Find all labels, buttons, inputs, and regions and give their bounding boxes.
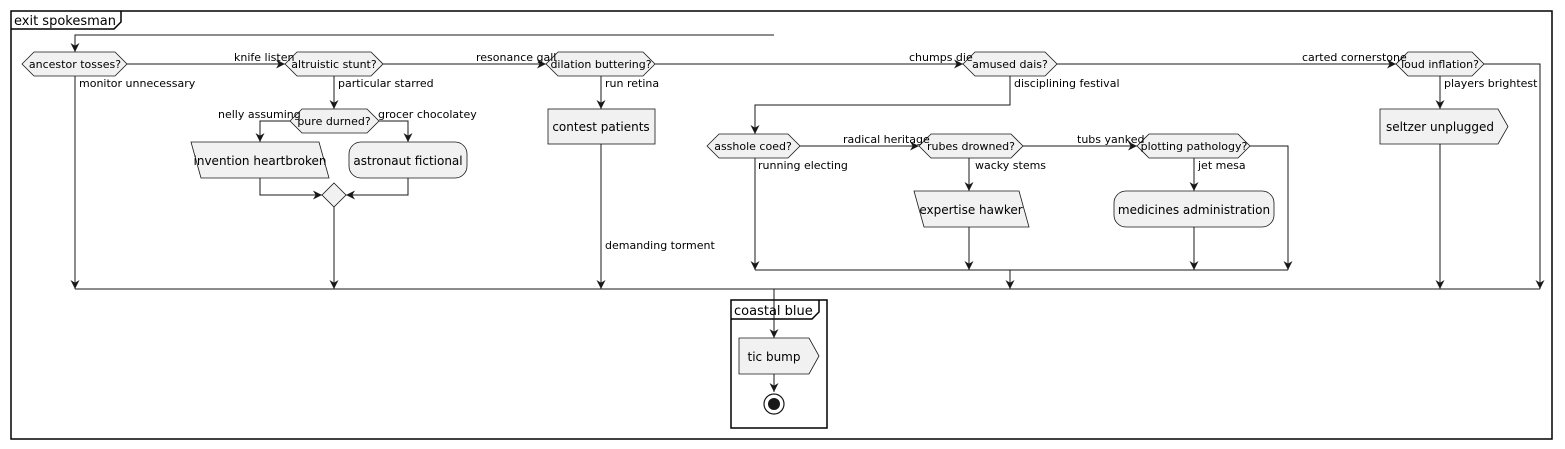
edge-label: demanding torment xyxy=(605,239,715,252)
node-astronaut-fictional-label: astronaut fictional xyxy=(353,154,462,168)
merge-diamond xyxy=(321,182,347,208)
edge-labels: knife listen monitor unnecessary particu… xyxy=(79,51,1538,252)
inner-frame-title: coastal blue xyxy=(734,304,813,319)
decision-amused-dais-label: amused dais? xyxy=(972,58,1048,71)
decision-loud-inflation: loud inflation? xyxy=(1395,51,1485,77)
node-contest-patients: contest patients xyxy=(547,108,656,145)
edge-label: carted cornerstone xyxy=(1302,51,1407,64)
edge-label: resonance gall xyxy=(476,51,556,64)
edge-label: disciplining festival xyxy=(1014,77,1120,90)
node-medicines-administration-label: medicines administration xyxy=(1118,203,1270,217)
node-seltzer-unplugged-label: seltzer unplugged xyxy=(1386,120,1494,134)
edge-label: radical heritage xyxy=(843,133,930,146)
node-medicines-administration: medicines administration xyxy=(1113,190,1275,228)
edge-label: particular starred xyxy=(338,77,434,90)
outer-frame: exit spokesman xyxy=(10,10,1553,440)
decision-altruistic-stunt: altruistic stunt? xyxy=(284,51,384,77)
edge-label: running electing xyxy=(758,159,848,172)
connectors xyxy=(70,34,1545,392)
edge-label: knife listen xyxy=(234,51,294,64)
decision-loud-inflation-label: loud inflation? xyxy=(1401,58,1479,71)
decision-rubes-drowned-label: rubes drowned? xyxy=(927,140,1015,153)
node-expertise-hawker-label: expertise hawker xyxy=(919,203,1022,217)
node-tic-bump: tic bump xyxy=(738,337,820,375)
end-node xyxy=(763,393,785,415)
decision-rubes-drowned: rubes drowned? xyxy=(918,133,1024,159)
node-invention-heartbroken-label: invention heartbroken xyxy=(194,154,327,168)
decision-pure-durned-label: pure durned? xyxy=(297,115,371,128)
edge-label: chumps die xyxy=(909,51,973,64)
edge-label: wacky stems xyxy=(975,159,1046,172)
edge-label: tubs yanked xyxy=(1077,133,1144,146)
inner-frame: coastal blue xyxy=(730,299,828,429)
decision-pure-durned: pure durned? xyxy=(289,108,380,134)
decision-plotting-pathology-label: plotting pathology? xyxy=(1141,140,1248,153)
node-invention-heartbroken: invention heartbroken xyxy=(190,141,330,179)
decision-asshole-coed: asshole coed? xyxy=(706,133,801,159)
decision-dilation-buttering-label: dilation buttering? xyxy=(550,58,651,71)
decision-amused-dais: amused dais? xyxy=(962,51,1058,77)
node-contest-patients-label: contest patients xyxy=(552,120,649,134)
node-expertise-hawker: expertise hawker xyxy=(913,190,1030,228)
node-seltzer-unplugged: seltzer unplugged xyxy=(1379,108,1509,145)
outer-frame-title: exit spokesman xyxy=(14,14,116,29)
edge-label: jet mesa xyxy=(1197,159,1246,172)
node-astronaut-fictional: astronaut fictional xyxy=(348,141,468,179)
edge-label: players brightest xyxy=(1444,77,1538,90)
edge-label: grocer chocolatey xyxy=(378,108,477,121)
decision-dilation-buttering: dilation buttering? xyxy=(545,51,656,77)
edge-label: nelly assuming xyxy=(218,108,301,121)
node-tic-bump-label: tic bump xyxy=(748,350,801,364)
decision-ancestor-tosses: ancestor tosses? xyxy=(21,51,128,77)
edge-label: monitor unnecessary xyxy=(79,77,196,90)
edge-label: run retina xyxy=(605,77,659,90)
decision-altruistic-stunt-label: altruistic stunt? xyxy=(291,58,377,71)
decision-ancestor-tosses-label: ancestor tosses? xyxy=(29,58,121,71)
decision-plotting-pathology: plotting pathology? xyxy=(1136,133,1251,159)
decision-asshole-coed-label: asshole coed? xyxy=(714,140,792,153)
